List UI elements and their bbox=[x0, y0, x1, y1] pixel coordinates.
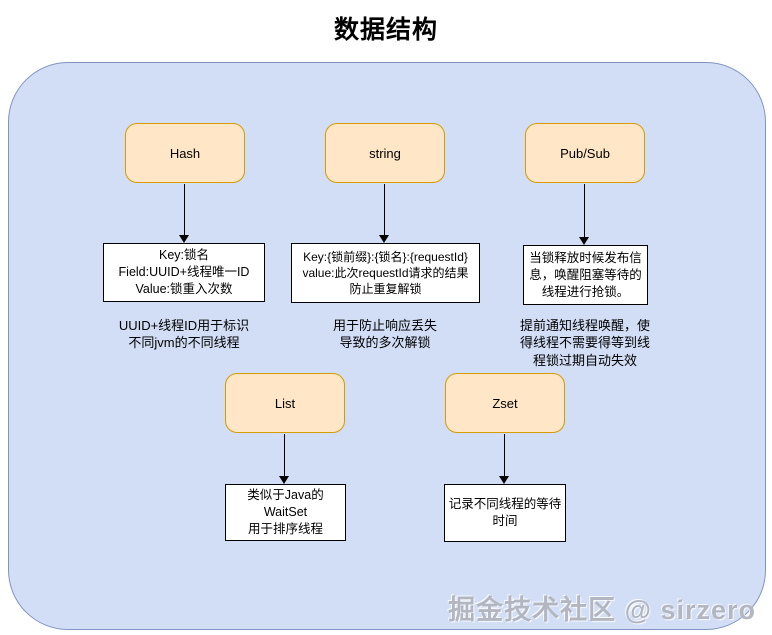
arrow-string-to-detail bbox=[379, 184, 390, 243]
arrow-zset-to-detail bbox=[499, 434, 510, 484]
note-hash: UUID+线程ID用于标识 不同jvm的不同线程 bbox=[118, 318, 250, 351]
arrow-pubsub-to-detail bbox=[579, 184, 590, 245]
node-list: List bbox=[225, 373, 345, 433]
node-hash: Hash bbox=[125, 123, 245, 183]
detail-list: 类似于Java的WaitSet 用于排序线程 bbox=[225, 484, 346, 541]
node-string: string bbox=[325, 123, 445, 183]
detail-zset: 记录不同线程的等待 时间 bbox=[444, 484, 566, 542]
arrow-list-to-detail bbox=[279, 434, 290, 484]
detail-hash: Key:锁名 Field:UUID+线程唯一ID Value:锁重入次数 bbox=[103, 243, 265, 302]
watermark: 掘金技术社区 @ sirzero bbox=[448, 595, 756, 625]
note-string: 用于防止响应丢失 导致的多次解锁 bbox=[332, 318, 437, 351]
page-title: 数据结构 bbox=[333, 16, 438, 44]
detail-string: Key:{锁前缀}:{锁名}:{requestId} value:此次reque… bbox=[291, 243, 480, 303]
detail-pubsub: 当锁释放时候发布信 息，唤醒阻塞等待的 线程进行抢锁。 bbox=[523, 245, 648, 305]
note-pubsub: 提前通知线程唤醒，使 得线程不需要得等到线 程锁过期自动失效 bbox=[519, 318, 650, 368]
node-pubsub: Pub/Sub bbox=[525, 123, 645, 183]
arrow-hash-to-detail bbox=[179, 184, 190, 243]
node-zset: Zset bbox=[445, 373, 565, 433]
